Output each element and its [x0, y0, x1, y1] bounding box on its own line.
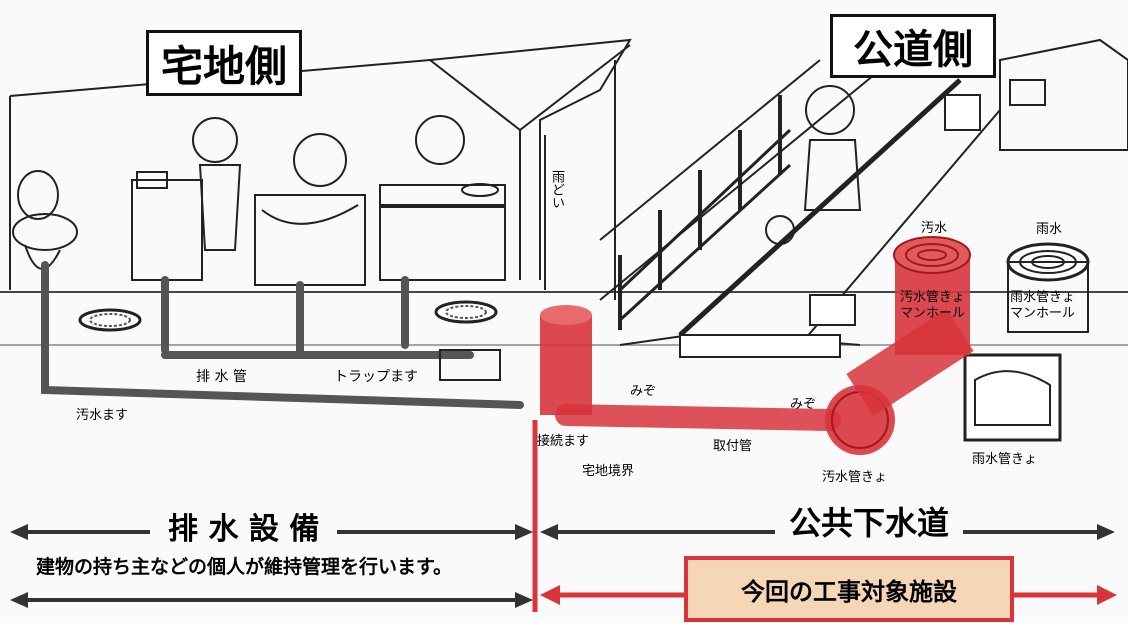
- highlight-public-facilities: [540, 236, 974, 455]
- private-side-title-text: 宅地側: [160, 41, 287, 91]
- owner-maintenance-arrow: [10, 592, 533, 608]
- car-illustration: [999, 38, 1128, 151]
- private-side-title: 宅地側: [146, 30, 302, 96]
- rain-pipe-label: 雨水管きょ: [972, 452, 1038, 467]
- rain-manhole: [1006, 242, 1090, 333]
- trap-basin-label: トラップます: [334, 369, 418, 385]
- rain-top-label: 雨水: [1036, 222, 1063, 237]
- rain-gutter-label: 雨どい: [549, 170, 564, 209]
- rain-pipe-box: [963, 353, 1062, 442]
- toilet-illustration: [12, 170, 78, 270]
- drain-pipe-label: 排 水 管: [196, 369, 247, 385]
- owner-note: 建物の持ち主などの個人が維持管理を行います。: [36, 556, 453, 578]
- ditch-label-1: みぞ: [630, 384, 657, 399]
- sewage-basin-label: 汚水ます: [76, 408, 129, 423]
- drainage-facility-text: 排 水 設 備: [168, 512, 320, 547]
- sewage-pipe-label: 汚水管きょ: [822, 470, 888, 485]
- washing-machine-illustration: [131, 117, 242, 281]
- construction-target-text: 今回の工事対象施設: [741, 577, 957, 606]
- connection-pipe-label: 取付管: [713, 439, 753, 454]
- public-side-title-text: 公道側: [853, 26, 973, 73]
- bathtub-illustration: [254, 133, 366, 286]
- connection-basin-label: 接続ます: [537, 434, 590, 449]
- sewage-top-label: 汚水: [921, 221, 948, 236]
- property-boundary-label: 宅地境界: [582, 464, 635, 479]
- drainage-facility-label: 排 水 設 備: [150, 504, 338, 548]
- rain-manhole-label: 雨水管きょ マンホール: [1010, 290, 1076, 321]
- sewage-manhole-label: 汚水管きょ マンホール: [900, 290, 966, 321]
- ditch-label-2: みぞ: [790, 397, 817, 412]
- public-sewer-label: 公共下水道: [775, 498, 964, 544]
- construction-target-box: 今回の工事対象施設: [684, 556, 1014, 622]
- pedestrian-illustration: [765, 85, 862, 245]
- public-side-title: 公道側: [830, 14, 996, 78]
- public-sewer-text: 公共下水道: [789, 504, 950, 542]
- kitchen-sink-illustration: [379, 115, 506, 281]
